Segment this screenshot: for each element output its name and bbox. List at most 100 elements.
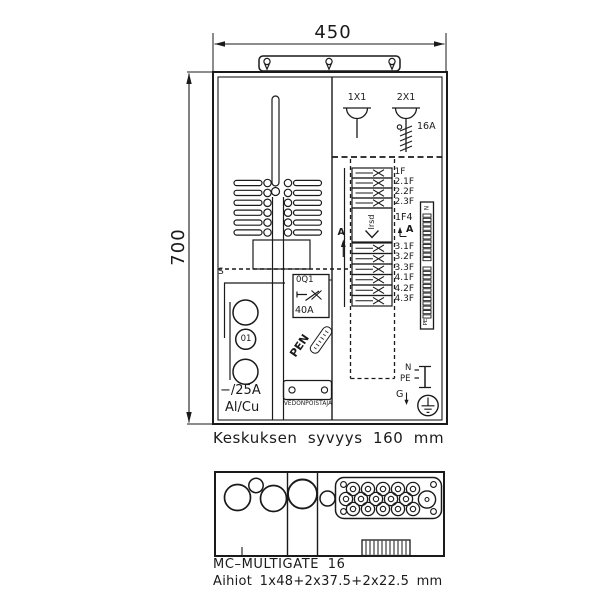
- terminal-square: [422, 314, 432, 319]
- busbar-slot: [233, 229, 263, 236]
- busbar-hole: [263, 228, 272, 237]
- breaker-x-symbol: [372, 286, 385, 295]
- meter-terminal-circle: [232, 299, 259, 326]
- multigate-entry-inner: [394, 505, 402, 513]
- terminal-square: [422, 292, 432, 297]
- multigate-entry-outer: [345, 501, 361, 517]
- fuse-1x1-label: 1X1: [347, 92, 367, 103]
- g-down-arrow: [404, 399, 409, 405]
- cabinet-outline: [212, 71, 448, 425]
- multigate-entry-outer: [338, 491, 354, 507]
- busbar-hole: [283, 208, 293, 218]
- busbar-hole: [263, 208, 272, 218]
- section-ref-left: A: [337, 227, 345, 238]
- breaker-label: 4.3F: [394, 294, 415, 305]
- fuse-2x1-symbol: [392, 107, 420, 152]
- busbar-slot: [233, 199, 263, 206]
- relay-rotated-text: Irsd: [366, 214, 376, 230]
- multigate-entry-inner: [357, 495, 365, 503]
- main-fuse-label: −/25A: [220, 382, 261, 398]
- multigate-entry-inner: [402, 495, 410, 503]
- dashed-region: [349, 159, 396, 380]
- strain-relief-box: [282, 379, 333, 401]
- terminal-square: [422, 239, 432, 244]
- breaker-x-symbol: [372, 169, 385, 177]
- main-switch-rating: 40A: [295, 304, 314, 316]
- bottom-title: MC–MULTIGATE 16: [213, 557, 346, 572]
- breaker-label: 2.2F: [394, 186, 415, 197]
- dimension-lines: [186, 33, 447, 425]
- earth-circle-symbol: [417, 394, 439, 417]
- terminal-square: [422, 266, 432, 271]
- busbar-hole: [283, 188, 293, 198]
- terminal-square: [422, 248, 432, 253]
- gland-hole-large: [223, 483, 252, 512]
- section-arrow-left: [340, 239, 346, 247]
- gland-hole-small: [319, 490, 336, 507]
- multigate-entry-outer: [360, 481, 376, 497]
- terminal-square: [422, 243, 432, 249]
- breaker-x-symbol: [372, 199, 385, 207]
- terminal-square: [422, 283, 432, 289]
- strip-top-label: N: [422, 205, 430, 211]
- breaker-label: 3.2F: [394, 252, 415, 263]
- terminal-square: [422, 297, 432, 302]
- terminal-square: [422, 301, 432, 306]
- fuse-unit-symbols: [332, 107, 443, 158]
- multigate-entry-outer: [390, 481, 406, 497]
- terminal-square: [422, 305, 432, 310]
- terminal-square: [422, 213, 432, 218]
- s-boundary-label: S: [218, 267, 224, 277]
- breaker-x-symbol: [372, 296, 385, 305]
- gland-hole-small: [248, 477, 264, 494]
- terminal-square: [422, 275, 432, 280]
- strain-relief-label: VEDONPOISTAJA: [283, 400, 333, 407]
- terminal-strip: [419, 201, 435, 330]
- terminal-square: [422, 252, 432, 257]
- terminal-square: [422, 310, 432, 315]
- breaker-x-symbol: [372, 244, 385, 253]
- breaker-x-symbol: [372, 254, 385, 263]
- multigate-entry-outer: [353, 491, 369, 507]
- busbar-hole: [263, 188, 272, 198]
- multigate-entry-inner: [349, 505, 357, 513]
- breaker-label: 3.3F: [394, 262, 415, 273]
- multigate-entry-outer: [375, 501, 391, 517]
- busbar-hole: [263, 218, 272, 227]
- terminal-square: [422, 230, 432, 236]
- multigate-big-entry: [417, 490, 437, 509]
- busbar-hole: [283, 178, 293, 188]
- multigate-entry-inner: [409, 505, 417, 513]
- relay-chevron: [365, 230, 379, 239]
- pe-label: PE: [400, 373, 411, 384]
- busbar-slot: [292, 199, 323, 206]
- pen-terminal-stamp: [309, 326, 333, 354]
- section-arrow-right: [397, 227, 403, 233]
- multigate-entry-inner: [364, 505, 372, 513]
- breaker-label: 2.1F: [394, 176, 415, 187]
- meter-circle-label: 01: [240, 333, 252, 344]
- multigate-entry-outer: [390, 501, 406, 517]
- busbar-slot: [292, 209, 323, 216]
- busbar-slot: [292, 219, 323, 226]
- multigate-entry-inner: [364, 485, 372, 493]
- npe-busbar-symbol: [414, 365, 431, 389]
- terminal-square: [422, 226, 432, 231]
- multigate-entry-outer: [383, 491, 399, 507]
- multigate-plate: [334, 476, 443, 520]
- meter-circle-01: [234, 328, 257, 351]
- earthing-symbols: [404, 365, 439, 417]
- meter-terminal-circle: [232, 358, 259, 386]
- breaker-x-symbol: [372, 275, 385, 284]
- gland-hole-large: [287, 478, 318, 510]
- multigate-entry-inner: [342, 495, 350, 503]
- multigate-entry-outer: [345, 481, 361, 497]
- breaker-column: [340, 159, 407, 380]
- breaker-x-symbol: [372, 189, 385, 197]
- gland-plate-view: [214, 471, 445, 557]
- multigate-entry-outer: [368, 491, 384, 507]
- terminal-square: [422, 257, 432, 262]
- busbar-slot: [233, 209, 263, 216]
- fuse-2x1-label: 2X1: [396, 92, 416, 103]
